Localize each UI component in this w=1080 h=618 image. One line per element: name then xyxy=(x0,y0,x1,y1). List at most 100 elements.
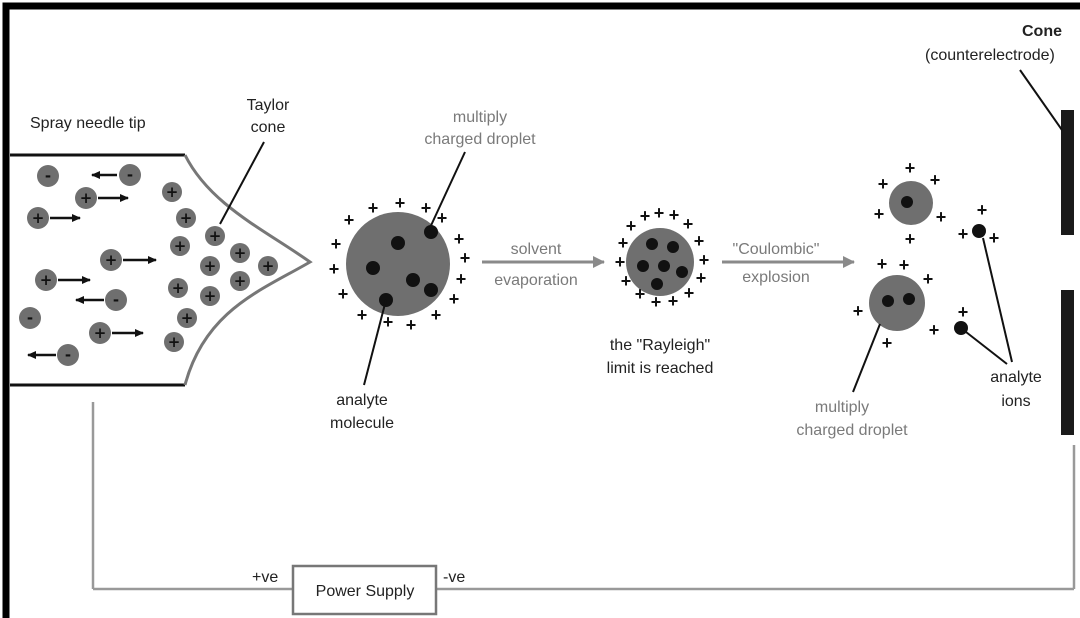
taylor-cone-label: cone xyxy=(251,119,286,136)
svg-text:+: + xyxy=(180,209,193,227)
svg-text:+: + xyxy=(615,252,626,272)
svg-text:+: + xyxy=(32,209,45,227)
svg-text:+: + xyxy=(929,320,940,340)
svg-text:-: - xyxy=(113,291,119,309)
svg-text:+: + xyxy=(882,333,893,353)
svg-text:+: + xyxy=(437,208,448,228)
svg-text:+: + xyxy=(172,279,185,297)
svg-text:+: + xyxy=(105,251,118,269)
svg-text:+: + xyxy=(234,244,247,262)
multiply-charged-2-pointer xyxy=(852,323,881,393)
positive-terminal-label: +ve xyxy=(252,569,278,586)
needle-ion-neg: - xyxy=(75,289,127,311)
svg-text:+: + xyxy=(878,174,889,194)
needle-ion-pos: + xyxy=(75,187,129,209)
svg-text:+: + xyxy=(877,254,888,274)
svg-text:+: + xyxy=(344,210,355,230)
svg-text:+: + xyxy=(936,207,947,227)
svg-text:+: + xyxy=(449,289,460,309)
svg-text:+: + xyxy=(696,268,707,288)
solvent-evaporation-label: evaporation xyxy=(494,272,578,289)
svg-text:+: + xyxy=(923,269,934,289)
negative-terminal-label: -ve xyxy=(443,569,465,586)
power-supply-box xyxy=(291,564,438,616)
svg-text:+: + xyxy=(684,283,695,303)
svg-text:+: + xyxy=(460,248,471,268)
svg-text:+: + xyxy=(454,229,465,249)
taylor-cone-label: Taylor xyxy=(247,97,290,114)
svg-text:+: + xyxy=(977,200,988,220)
svg-text:+: + xyxy=(174,237,187,255)
needle-tip-label: Spray needle tip xyxy=(30,115,146,132)
svg-text:+: + xyxy=(668,291,679,311)
multiply-charged-droplet-label: charged droplet xyxy=(424,131,536,148)
multiply-charged-droplet-2-label: multiply xyxy=(815,399,869,416)
analyte-molecule-pointer xyxy=(363,299,387,386)
svg-text:+: + xyxy=(958,224,969,244)
rayleigh-droplet-charges: + + + + + + + + + + + + + + + xyxy=(615,203,710,312)
svg-text:+: + xyxy=(204,257,217,275)
svg-text:+: + xyxy=(431,305,442,325)
solvent-evaporation-label: solvent xyxy=(511,241,562,258)
svg-text:+: + xyxy=(421,198,432,218)
svg-text:+: + xyxy=(331,234,342,254)
svg-text:+: + xyxy=(168,333,181,351)
multiply-charged-droplet-label: multiply xyxy=(453,109,507,126)
needle-ion-pos: + xyxy=(27,207,81,229)
needle-ion-pos: + xyxy=(100,249,157,271)
svg-text:+: + xyxy=(181,309,194,327)
offspring-droplet-lower: + + + + + + xyxy=(853,254,940,353)
needle-ion-neg: - xyxy=(37,165,59,187)
svg-text:+: + xyxy=(654,203,665,223)
svg-text:+: + xyxy=(905,229,916,249)
analyte-ion-lower: + xyxy=(954,302,968,335)
svg-text:+: + xyxy=(853,301,864,321)
svg-text:+: + xyxy=(329,259,340,279)
taylor-cone-outline xyxy=(183,154,313,386)
analyte-molecule-label: molecule xyxy=(330,415,394,432)
svg-text:+: + xyxy=(94,324,107,342)
svg-text:+: + xyxy=(357,305,368,325)
svg-text:+: + xyxy=(209,227,222,245)
svg-text:+: + xyxy=(234,272,247,290)
needle-ions: - - + + + + - xyxy=(19,164,278,366)
svg-text:+: + xyxy=(80,189,93,207)
large-droplet-charges: + + + + + + + + + + + + + + + + xyxy=(329,193,471,335)
counterelectrode-lower xyxy=(1061,290,1074,435)
needle-ion-neg: - xyxy=(27,344,79,366)
svg-text:+: + xyxy=(635,284,646,304)
svg-text:+: + xyxy=(683,214,694,234)
svg-text:+: + xyxy=(383,312,394,332)
svg-text:+: + xyxy=(395,193,406,213)
needle-ion-pos: + xyxy=(89,322,144,344)
analyte-ions-pointer-lower xyxy=(965,331,1008,365)
counterelectrode-upper xyxy=(1061,110,1074,235)
svg-text:+: + xyxy=(669,205,680,225)
large-charged-droplet xyxy=(346,212,450,316)
svg-text:+: + xyxy=(874,204,885,224)
rayleigh-limit-label: limit is reached xyxy=(607,360,714,377)
svg-text:+: + xyxy=(166,183,179,201)
svg-text:+: + xyxy=(204,287,217,305)
svg-text:+: + xyxy=(40,271,53,289)
svg-text:+: + xyxy=(694,231,705,251)
svg-text:-: - xyxy=(27,309,33,327)
multiply-charged-pointer xyxy=(427,151,466,233)
svg-text:+: + xyxy=(958,302,969,322)
svg-text:+: + xyxy=(338,284,349,304)
coulombic-explosion-label: "Coulombic" xyxy=(733,241,820,258)
coulombic-explosion-label: explosion xyxy=(742,269,810,286)
cone-label: (counterelectrode) xyxy=(925,47,1055,64)
needle-ion-neg: - xyxy=(91,164,141,186)
svg-text:+: + xyxy=(626,216,637,236)
svg-text:+: + xyxy=(899,255,910,275)
svg-text:+: + xyxy=(930,170,941,190)
taylor-cone-pointer xyxy=(219,141,265,225)
svg-text:+: + xyxy=(640,206,651,226)
svg-text:+: + xyxy=(651,292,662,312)
svg-text:-: - xyxy=(65,346,71,364)
svg-text:+: + xyxy=(905,158,916,178)
offspring-droplet-upper: + + + + + + xyxy=(874,158,947,249)
cone-label: Cone xyxy=(1022,23,1062,40)
